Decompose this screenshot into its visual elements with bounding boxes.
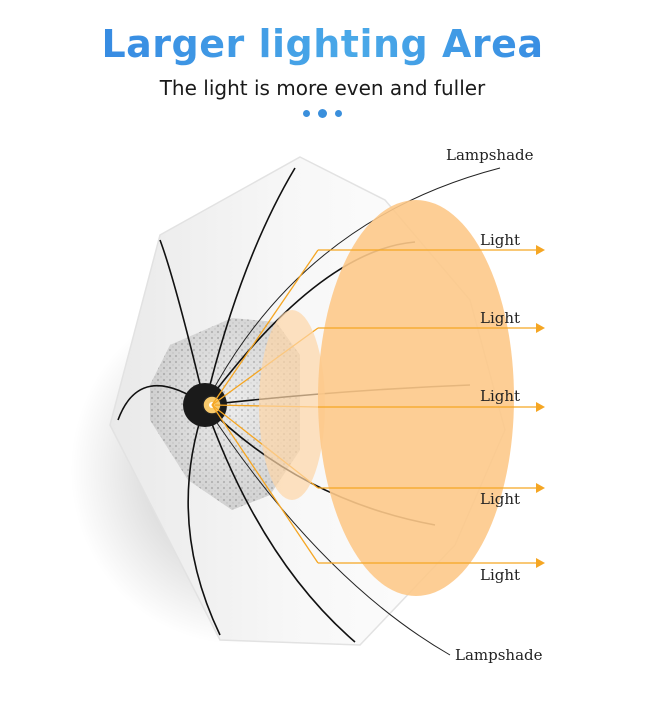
lampshade-pointer-bottom <box>204 404 451 656</box>
decorative-dots <box>0 109 645 118</box>
dot-left <box>303 110 310 117</box>
page-title: Larger lighting Area <box>0 22 645 66</box>
label-light-2: Light <box>480 309 521 327</box>
lampshade-pointer-top <box>204 167 501 406</box>
light-area-ellipse <box>318 200 514 596</box>
label-lampshade-bottom: Lampshade <box>455 646 543 664</box>
label-lampshade-top: Lampshade <box>446 146 534 164</box>
inner-light-glow <box>259 310 325 500</box>
dot-middle <box>318 109 327 118</box>
page-subtitle: The light is more even and fuller <box>159 76 486 100</box>
label-light-5: Light <box>480 566 521 584</box>
light-arrows <box>318 245 545 568</box>
label-light-3: Light <box>480 387 521 405</box>
label-light-4: Light <box>480 490 521 508</box>
label-light-1: Light <box>480 231 521 249</box>
dot-right <box>335 110 342 117</box>
